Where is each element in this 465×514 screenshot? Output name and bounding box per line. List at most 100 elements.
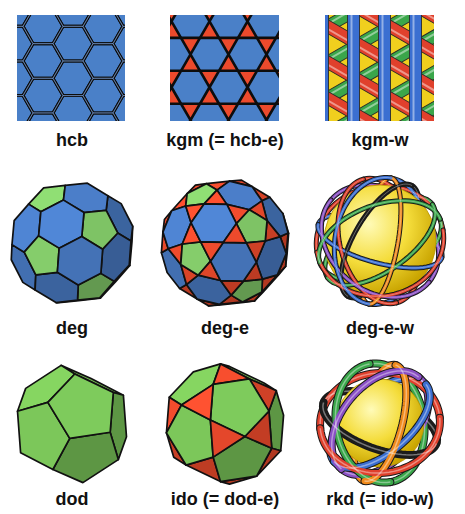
edge-highlight [23, 78, 63, 113]
polyhedron-face [210, 420, 244, 457]
triangle-face [238, 21, 257, 37]
woven-kagome [325, 15, 434, 121]
edge-highlight [113, 15, 125, 26]
edge-highlight [23, 15, 63, 44]
tile-ground [17, 15, 125, 121]
edge-highlight [83, 15, 123, 44]
triangle-face [276, 15, 279, 21]
deg-polyhedron [11, 183, 132, 303]
polyhedron-face [57, 237, 102, 285]
triangle-face [219, 104, 238, 120]
triangle-face [181, 38, 200, 54]
ring-highlight [321, 200, 429, 297]
ribbon-highlight [382, 15, 384, 121]
edge-highlight [53, 26, 93, 61]
ring-highlight [338, 179, 397, 303]
ring-highlight [334, 384, 430, 467]
triangle-face [170, 21, 181, 37]
ribbon-highlight [351, 15, 353, 121]
triangle-face [257, 38, 276, 54]
edge-highlight [53, 96, 93, 121]
edge-highlight [113, 96, 125, 121]
hexagon-edge [113, 96, 125, 121]
icosidodecahedron [166, 364, 283, 484]
triangle-face [276, 21, 279, 37]
triangle-face [276, 87, 279, 103]
hexagon-edge [113, 61, 125, 96]
ring-highlight [323, 402, 436, 454]
edge-highlight [83, 44, 123, 79]
triangle-face [257, 120, 276, 121]
edge-highlight [53, 61, 93, 96]
triangle-face [181, 104, 200, 120]
ribbon-family [325, 15, 434, 121]
triangle-face [181, 54, 200, 70]
ring-tube [328, 204, 436, 285]
triangle-face [219, 38, 238, 54]
kagome-tiling [170, 15, 279, 121]
hexagon-edge [113, 26, 125, 61]
polyhedron-face [204, 190, 227, 204]
ring-highlight [364, 365, 406, 481]
ring-highlight [332, 371, 419, 469]
edge-highlight [53, 15, 93, 26]
triangle-face [200, 71, 219, 87]
net-label: rkd (= ido-w) [326, 489, 434, 510]
hexagon-edge [113, 15, 125, 26]
ribbon [348, 15, 360, 121]
ring-tube [369, 178, 401, 304]
ring-highlight [369, 178, 401, 304]
net-label: deg-e-w [346, 318, 414, 339]
net-label: ido (= dod-e) [171, 489, 279, 510]
polyhedron-face [48, 374, 113, 438]
ring-highlight [328, 204, 436, 285]
triangle-face [238, 87, 257, 103]
net-label: dod [56, 489, 89, 510]
net-label: deg-e [201, 318, 249, 339]
hexagon-edge [53, 96, 93, 121]
triangle-face [219, 120, 238, 121]
triangle-face [219, 54, 238, 70]
triangle-face [276, 71, 279, 87]
polyhedron-face [221, 281, 244, 296]
triangle-face [170, 71, 181, 87]
ring-highlight [320, 418, 440, 473]
ring-highlight [317, 230, 444, 296]
edge-highlight [23, 44, 63, 79]
ribbon-highlight [413, 15, 415, 121]
triangle-face [200, 21, 219, 37]
triangle-face [257, 104, 276, 120]
edge-highlight [17, 61, 33, 96]
triangle-face [181, 120, 200, 121]
polyhedron-face [201, 242, 224, 261]
woven-rings-sphere [320, 363, 440, 482]
ring-highlight [335, 364, 390, 483]
dodecahedron [18, 365, 127, 482]
deg-e-polyhedron [161, 180, 288, 306]
woven-sphere [316, 178, 443, 305]
ring-highlight [334, 178, 391, 305]
edge-highlight [17, 26, 33, 61]
ribbon [379, 15, 391, 121]
ribbon [410, 15, 422, 121]
edge-highlight [83, 78, 123, 113]
edge-highlight [113, 61, 125, 96]
net-label: deg [56, 318, 88, 339]
polyhedron-face [182, 384, 214, 420]
net-label: hcb [56, 130, 88, 151]
net-label: kgm (= hcb-e) [166, 130, 284, 151]
triangle-face [170, 87, 181, 103]
honeycomb-tiling [17, 15, 125, 121]
edge-highlight [17, 15, 33, 26]
polyhedron-face [223, 224, 246, 243]
triangle-face [257, 54, 276, 70]
ribbon-family [325, 15, 434, 121]
tile-ground [170, 15, 279, 121]
triangle-face [200, 87, 219, 103]
net-label: kgm-w [351, 130, 408, 151]
ring-highlight [319, 201, 440, 263]
edge-highlight [113, 26, 125, 61]
ribbon-family [325, 15, 434, 121]
